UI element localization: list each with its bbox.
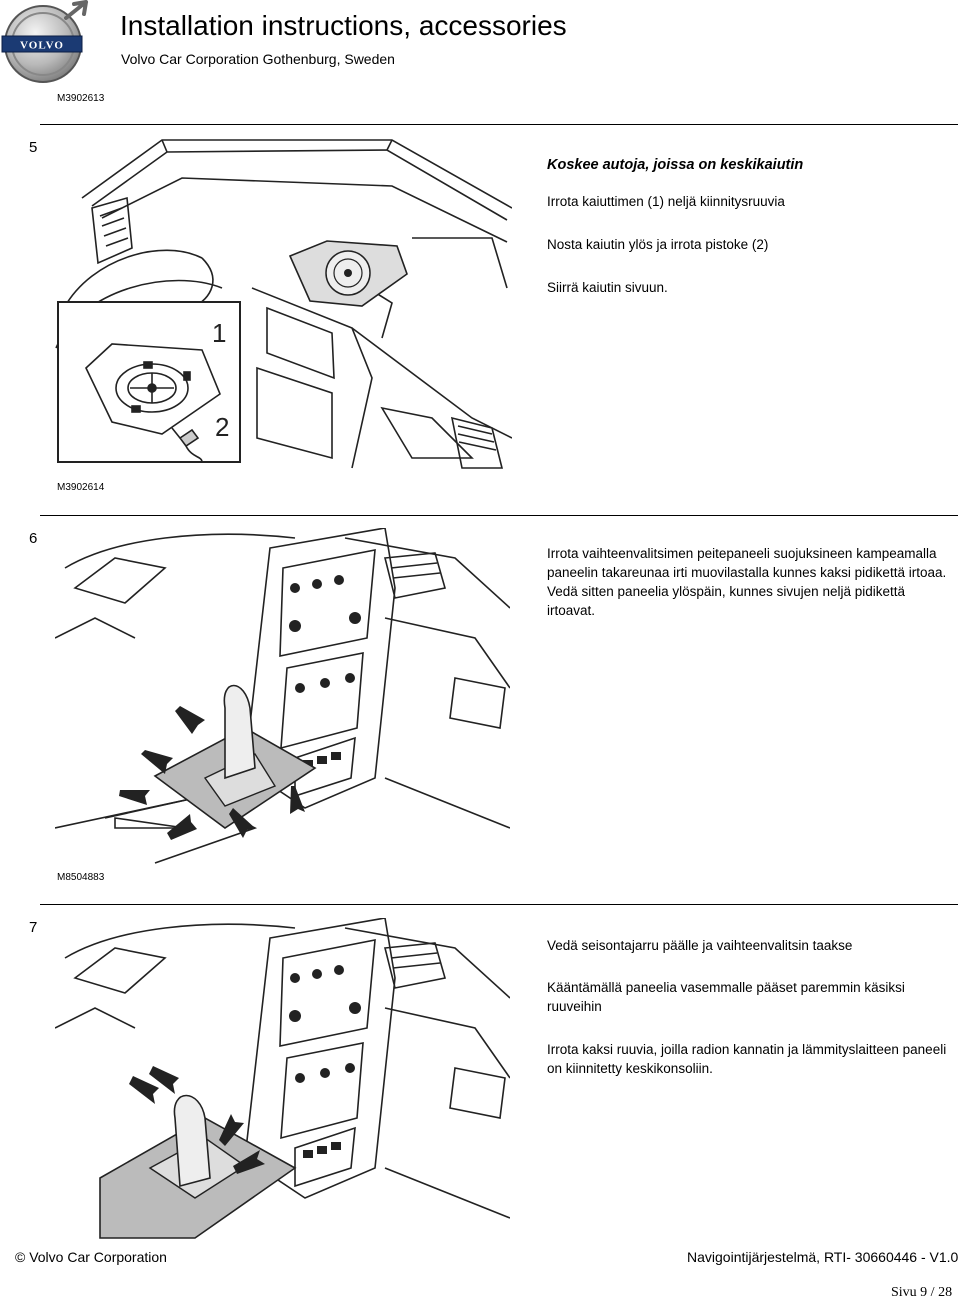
step-7-paragraph: Kääntämällä paneelia vasemmalle pääset p…	[547, 980, 905, 1014]
volvo-logo: VOLVO	[1, 0, 88, 83]
step-number: 7	[29, 919, 38, 936]
step-7-figure	[55, 918, 510, 1239]
page-number: Sivu 9 / 28	[891, 1285, 953, 1300]
step-5-paragraph: Nosta kaiutin ylös ja irrota pistoke (2)	[547, 237, 769, 252]
section-divider	[40, 904, 958, 905]
step-7-paragraph: Irrota kaksi ruuvia, joilla radion kanna…	[547, 1042, 947, 1076]
header-ref-code: M3902613	[57, 93, 105, 104]
step-number: 6	[29, 530, 38, 547]
footer-copyright: © Volvo Car Corporation	[15, 1249, 167, 1265]
section-divider	[40, 124, 958, 125]
callout-1: 1	[212, 318, 226, 348]
step-5-figure: 1 2	[55, 139, 512, 469]
page-subtitle: Volvo Car Corporation Gothenburg, Sweden	[121, 51, 395, 67]
page-title: Installation instructions, accessories	[120, 10, 567, 41]
figure-code: M8504883	[57, 872, 105, 883]
step-7-paragraph: Vedä seisontajarru päälle ja vaihteenval…	[547, 938, 853, 953]
step-5-paragraph: Siirrä kaiutin sivuun.	[547, 280, 668, 295]
step-5-heading: Koskee autoja, joissa on keskikaiutin	[547, 157, 804, 173]
section-divider	[40, 515, 958, 516]
footer-doc-ref: Navigointijärjestelmä, RTI- 30660446 - V…	[687, 1249, 959, 1265]
step-5-paragraph: Irrota kaiuttimen (1) neljä kiinnitysruu…	[547, 194, 785, 209]
logo-text: VOLVO	[20, 40, 64, 52]
step-number: 5	[29, 139, 38, 156]
callout-2: 2	[215, 412, 229, 442]
step-6-paragraph: Irrota vaihteenvalitsimen peitepaneeli s…	[547, 546, 947, 618]
step-6-figure	[55, 528, 510, 864]
figure-code: M3902614	[57, 482, 105, 493]
